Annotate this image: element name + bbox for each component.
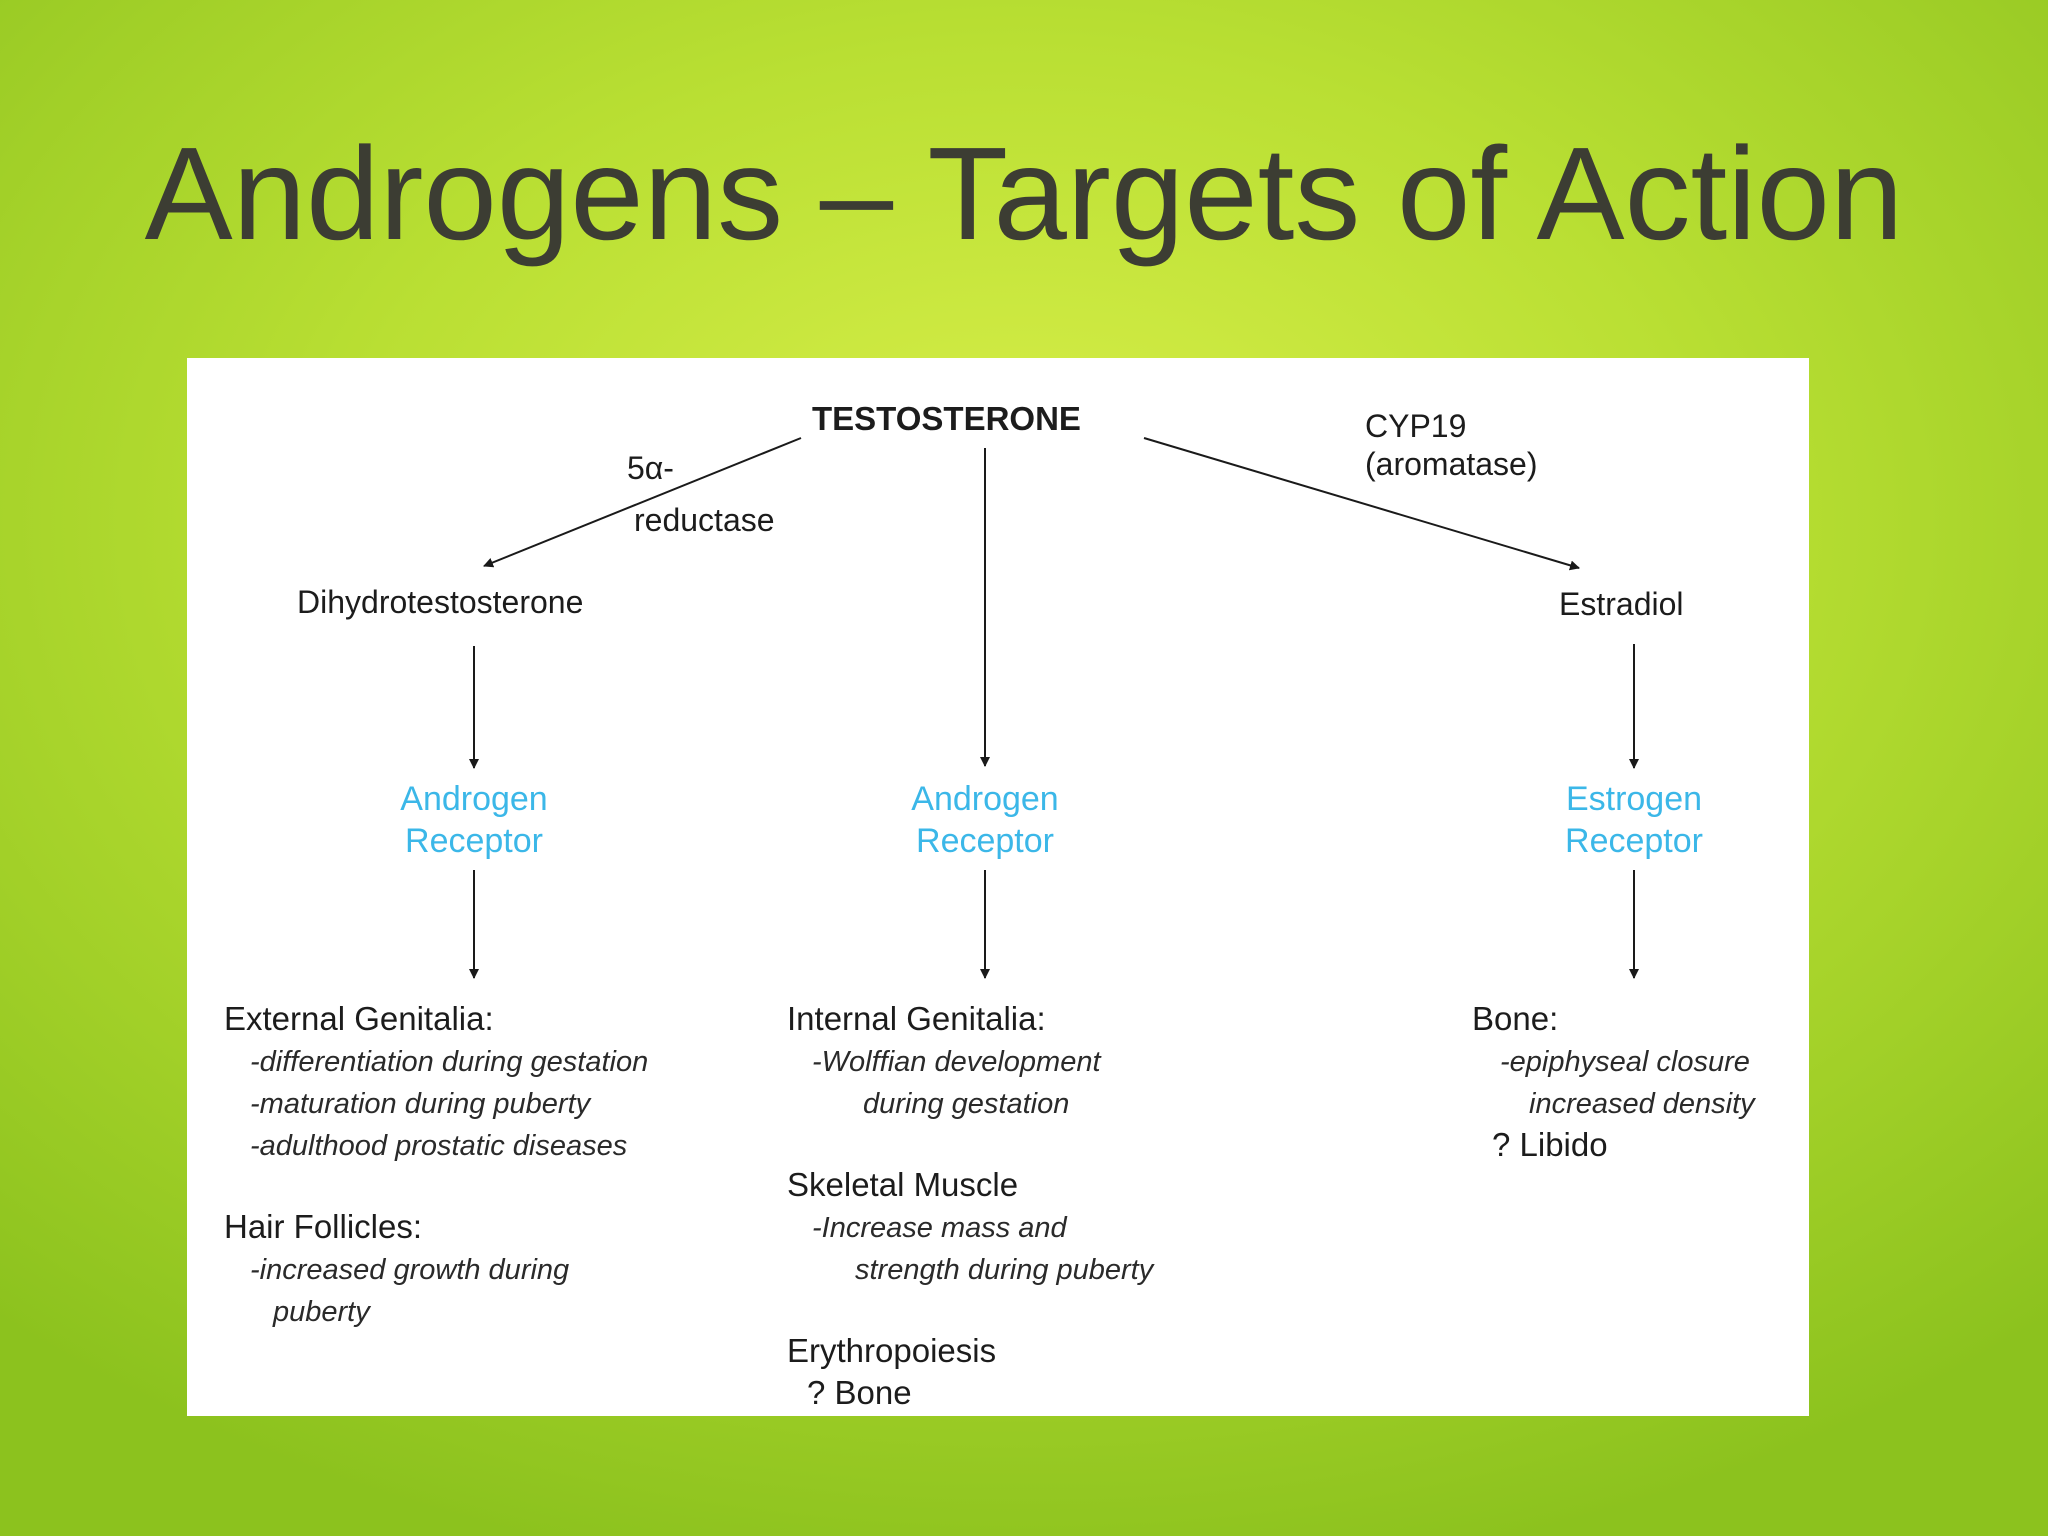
- arrow-testosterone-to-estradiol: [1143, 437, 1580, 571]
- target-item: -Wolffian development: [812, 1046, 1101, 1078]
- target-skeletal-muscle: Skeletal Muscle: [787, 1166, 1019, 1203]
- target-item: increased density: [1529, 1088, 1755, 1120]
- target-item: strength during puberty: [855, 1254, 1154, 1286]
- target-item: during gestation: [863, 1088, 1070, 1120]
- target-bone-question: ? Bone: [807, 1374, 912, 1411]
- enzyme-5a-reductase-line2: reductase: [634, 502, 775, 538]
- target-libido: ? Libido: [1492, 1126, 1608, 1163]
- left-androgen-receptor: Androgen Receptor: [400, 780, 548, 860]
- estrogen-receptor: Estrogen Receptor: [1565, 780, 1703, 860]
- target-bone: Bone:: [1472, 1000, 1559, 1037]
- target-external-genitalia: External Genitalia:: [224, 1000, 494, 1037]
- testosterone-node: TESTOSTERONE: [812, 400, 1081, 437]
- arrows-layer: [469, 437, 1639, 979]
- enzyme-cyp19-line2: (aromatase): [1365, 446, 1538, 482]
- enzyme-cyp19-line1: CYP19: [1365, 408, 1467, 444]
- target-item: -differentiation during gestation: [250, 1046, 649, 1078]
- target-erythropoiesis: Erythropoiesis: [787, 1332, 997, 1369]
- dihydrotestosterone-node: Dihydrotestosterone: [297, 584, 584, 620]
- target-item: -increased growth during: [250, 1254, 570, 1286]
- arrow-testosterone-to-dht: [483, 437, 802, 568]
- enzyme-5a-reductase-line1: 5α-: [627, 450, 674, 486]
- diagram-panel: TESTOSTERONE 5α- reductase CYP19 (aromat…: [187, 358, 1809, 1416]
- target-internal-genitalia: Internal Genitalia:: [787, 1000, 1046, 1037]
- center-androgen-receptor: Androgen Receptor: [911, 780, 1059, 860]
- target-item: -adulthood prostatic diseases: [250, 1130, 628, 1162]
- slide-title: Androgens – Targets of Action: [144, 120, 1904, 267]
- target-item: -Increase mass and: [812, 1212, 1067, 1244]
- target-item: -epiphyseal closure: [1500, 1046, 1750, 1078]
- target-item: -maturation during puberty: [250, 1088, 591, 1120]
- target-hair-follicles: Hair Follicles:: [224, 1208, 423, 1245]
- estradiol-node: Estradiol: [1559, 586, 1684, 622]
- target-item: puberty: [273, 1296, 370, 1328]
